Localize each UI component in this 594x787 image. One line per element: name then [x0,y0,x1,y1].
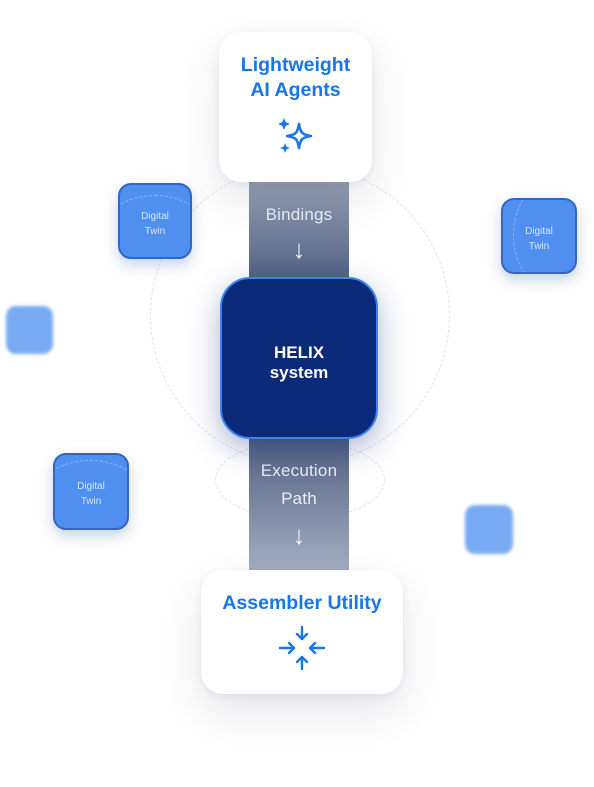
digital-twin-tile[interactable]: Digital Twin [501,198,577,274]
helix-system-core[interactable]: HELIX system [220,277,378,439]
digital-twin-label-line2: Twin [528,241,550,252]
blank-twin-tile [6,306,53,354]
down-arrow-icon: ↓ [292,234,306,264]
helix-title-line1: HELIX [273,343,325,362]
down-arrow-icon: ↓ [292,520,306,550]
digital-twin-label-line1: Digital [77,481,105,492]
twin-decoration [120,195,190,257]
sparkles-icon [278,118,313,153]
bindings-connector: Bindings ↓ [249,178,349,282]
ai-agents-title-line1: Lightweight [240,54,351,76]
digital-twin-label-line1: Digital [141,211,169,222]
digital-twin-tile[interactable]: Digital Twin [118,183,192,259]
collapse-arrows-icon [278,625,326,671]
execution-label: Execution [260,461,338,480]
twin-decoration [55,460,127,528]
digital-twin-label-line2: Twin [144,226,166,237]
bindings-label: Bindings [265,205,333,224]
digital-twin-tile[interactable]: Digital Twin [53,453,129,530]
assembler-utility-card[interactable]: Assembler Utility [201,570,403,694]
ai-agents-card[interactable]: Lightweight AI Agents [219,32,372,182]
helix-title-line2: system [269,363,329,382]
ai-agents-title-line2: AI Agents [250,79,341,101]
path-label: Path [281,489,317,508]
blank-twin-tile [465,505,513,554]
twin-decoration [513,200,575,272]
digital-twin-label-line2: Twin [80,496,102,507]
execution-path-connector: Execution Path ↓ [249,434,349,576]
assembler-utility-title: Assembler Utility [222,592,382,614]
digital-twin-label-line1: Digital [525,226,553,237]
